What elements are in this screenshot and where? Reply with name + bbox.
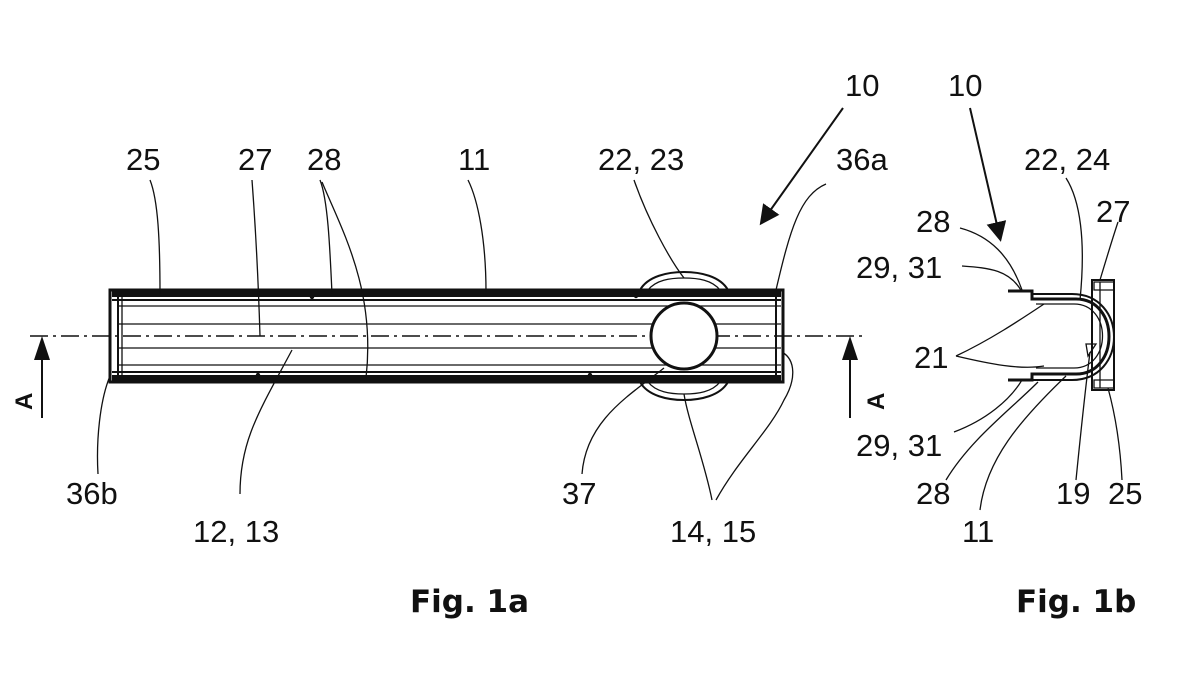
label-28-top: 28 [916,204,950,239]
label-10-b: 10 [948,68,982,103]
label-11: 11 [458,142,490,177]
section-arrow-right [842,336,858,418]
label-14-15: 14, 15 [670,514,756,549]
label-29-31-top: 29, 31 [856,250,942,285]
label-19: 19 [1056,476,1090,511]
label-29-31-bottom: 29, 31 [856,428,942,463]
label-12-13: 12, 13 [193,514,279,549]
label-27-b: 27 [1096,194,1130,229]
reference-arrow-10 [759,107,844,226]
ball [649,301,719,371]
section-label-right: A [863,393,890,410]
fig-1b-drawing: 10 22, 24 28 27 29, 31 21 29, 31 28 19 2… [856,68,1142,620]
label-36b: 36b [66,476,118,511]
label-21: 21 [914,340,948,375]
reference-arrow-10-b [969,107,1007,242]
label-11-b: 11 [962,514,994,549]
label-25-b: 25 [1108,476,1142,511]
leader-lines-fig-1a [96,179,827,501]
label-28: 28 [307,142,341,177]
cross-section-profile [1008,279,1115,391]
section-label-left: A [11,393,38,410]
section-arrow-left [34,336,50,418]
fig-1a-drawing: 10 25 27 28 11 22, 23 36a 36b 12, 13 37 … [11,68,890,620]
label-28-bottom: 28 [916,476,950,511]
label-25: 25 [126,142,160,177]
label-22-23: 22, 23 [598,142,684,177]
label-22-24: 22, 24 [1024,142,1110,177]
leader-lines-fig-1b [945,177,1123,511]
label-36a: 36a [836,142,888,177]
label-10: 10 [845,68,879,103]
label-37: 37 [562,476,596,511]
figure-caption-1b: Fig. 1b [1016,584,1136,620]
label-27: 27 [238,142,272,177]
figure-caption-1a: Fig. 1a [410,584,529,620]
